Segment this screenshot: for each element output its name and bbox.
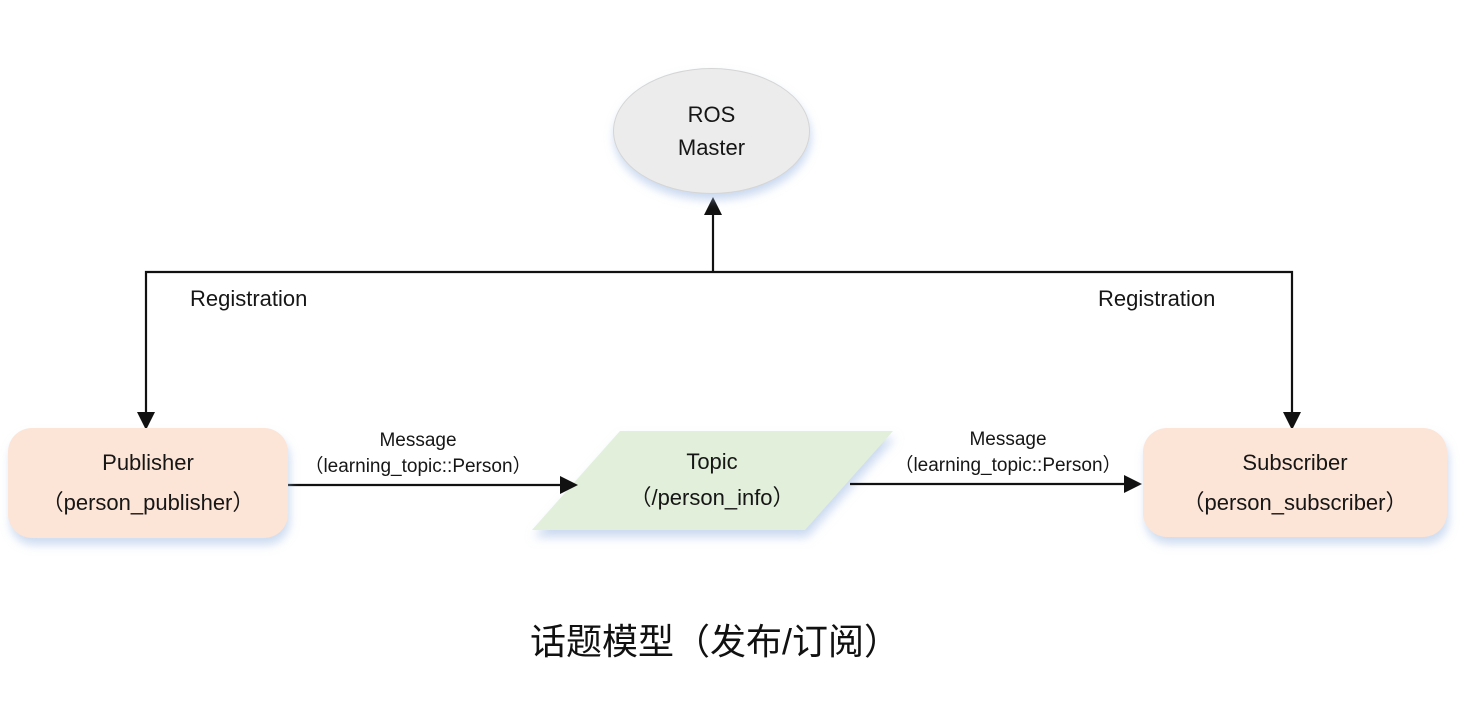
subscriber-subtitle: （person_subscriber）: [1182, 489, 1408, 515]
message-right-label: Message （learning_topic::Person）: [883, 427, 1133, 479]
node-subscriber: Subscriber （person_subscriber）: [1143, 428, 1447, 537]
arrowhead-down-publisher: [137, 412, 155, 430]
registration-left-label: Registration: [190, 286, 308, 311]
topic-title: Topic: [686, 449, 738, 474]
arrowhead-right-subscriber: [1124, 475, 1142, 493]
ros-master-subtitle: Master: [677, 135, 746, 160]
node-publisher: Publisher （person_publisher）: [8, 428, 288, 538]
node-topic-label: Topic （/person_info）: [562, 442, 862, 518]
arrowhead-up-master: [704, 197, 722, 215]
topic-parallelogram: [532, 431, 893, 530]
diagram-caption: 话题模型（发布/订阅）: [529, 621, 900, 662]
topic-subtitle: （/person_info）: [629, 485, 795, 510]
node-ros-master: ROS Master: [613, 68, 810, 194]
message-left-subtitle: （learning_topic::Person）: [304, 456, 532, 477]
arrowhead-right-topic: [560, 476, 578, 494]
registration-connector-line: [144, 270, 1294, 423]
subscriber-title: Subscriber: [1242, 449, 1348, 475]
message-left-label: Message （learning_topic::Person）: [292, 428, 544, 480]
registration-right-label: Registration: [1098, 286, 1216, 311]
arrowhead-down-subscriber: [1283, 412, 1301, 430]
ros-master-title: ROS: [687, 102, 736, 127]
publisher-subtitle: （person_publisher）: [41, 490, 255, 515]
publisher-title: Publisher: [102, 450, 194, 475]
message-right-title: Message: [969, 429, 1047, 450]
message-right-subtitle: （learning_topic::Person）: [894, 455, 1122, 476]
message-left-title: Message: [379, 430, 457, 451]
